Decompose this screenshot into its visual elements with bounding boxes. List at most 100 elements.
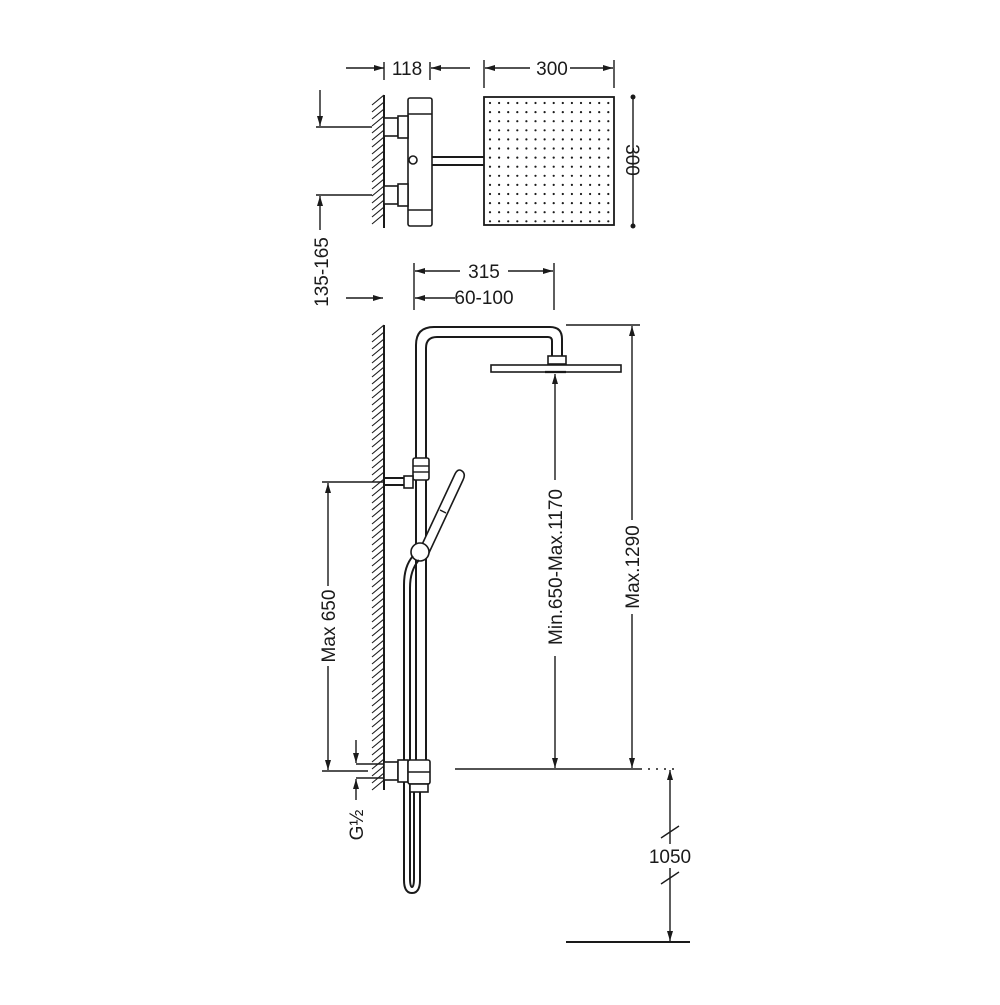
nozzle-dot [543, 192, 546, 196]
hatch-stroke [371, 192, 385, 204]
label-118: 118 [392, 59, 422, 80]
nozzle-dot [570, 129, 574, 132]
hatch-stroke [371, 751, 385, 763]
hatch-stroke [371, 723, 385, 735]
nozzle-dot [543, 174, 546, 177]
hatch-stroke [371, 478, 385, 490]
thermostatic-mixer-top [383, 97, 484, 227]
nozzle-dot [525, 174, 528, 177]
nozzle-dot [607, 211, 610, 214]
riser-column [415, 326, 567, 780]
hatch-stroke [371, 450, 385, 462]
nozzle-dot [598, 129, 601, 132]
hatch-stroke [371, 639, 385, 651]
nozzle-dot [579, 120, 583, 123]
nozzle-dot [552, 156, 555, 159]
hatch-stroke [371, 185, 385, 197]
nozzle-dot [543, 120, 546, 123]
nozzle-dot [579, 220, 583, 223]
nozzle-dot [516, 101, 519, 105]
nozzle-dot [534, 111, 537, 114]
label-total-height: Max.1290 [623, 525, 644, 608]
nozzle-dot [507, 129, 510, 132]
nozzle-dot [589, 220, 592, 223]
nozzle-dot [607, 156, 610, 159]
nozzle-dot [534, 211, 537, 214]
nozzle-dot [570, 156, 574, 159]
nozzle-dot [543, 147, 546, 150]
nozzle-dot [598, 111, 601, 114]
nozzle-dot [579, 111, 583, 114]
nozzle-dot [607, 120, 610, 123]
hatch-stroke [371, 765, 385, 777]
nozzle-dot [516, 192, 519, 196]
nozzle-dot [589, 192, 592, 196]
nozzle-dot [579, 147, 583, 150]
hatch-stroke [371, 331, 385, 343]
nozzle-dot [570, 111, 574, 114]
nozzle-dot [579, 174, 583, 177]
hatch-stroke [371, 646, 385, 658]
nozzle-dot [570, 174, 574, 177]
nozzle-dot [525, 211, 528, 214]
hatch-stroke [371, 164, 385, 176]
nozzle-dot [516, 183, 519, 186]
nozzle-dot [543, 165, 546, 168]
nozzle-dot [525, 192, 528, 196]
nozzle-dot [598, 156, 601, 159]
nozzle-dot [561, 101, 564, 105]
nozzle-dot [552, 220, 555, 223]
nozzle-dot [561, 129, 564, 132]
nozzle-dot [488, 183, 492, 186]
hatch-stroke [371, 485, 385, 497]
nozzle-dot [579, 183, 583, 186]
hatch-stroke [371, 702, 385, 714]
hatch-stroke [371, 401, 385, 413]
dimension-max-650: Max 650 [319, 481, 384, 772]
nozzle-dot [570, 165, 574, 168]
nozzle-dot [561, 174, 564, 177]
nozzle-dot [589, 202, 592, 205]
hatch-stroke [371, 569, 385, 581]
nozzle-dot [498, 202, 501, 205]
nozzle-dot [598, 138, 601, 141]
hatch-stroke [371, 178, 385, 190]
nozzle-dot [525, 156, 528, 159]
hatch-stroke [371, 674, 385, 686]
nozzle-dot [534, 192, 537, 196]
nozzle-dot [579, 156, 583, 159]
nozzle-dot [570, 202, 574, 205]
wall-bracket [384, 457, 430, 489]
nozzle-dot [561, 192, 564, 196]
nozzle-dot [498, 147, 501, 150]
lower-mixer-connection [383, 759, 431, 793]
nozzle-dot [488, 165, 492, 168]
nozzle-dot [607, 202, 610, 205]
label-300-width: 300 [536, 59, 568, 80]
hatch-stroke [371, 345, 385, 357]
nozzle-dot [534, 147, 537, 150]
nozzle-dot [525, 202, 528, 205]
nozzle-dot [552, 111, 555, 114]
hatch-stroke [371, 492, 385, 504]
hatch-stroke [371, 667, 385, 679]
label-1050: 1050 [649, 847, 691, 868]
nozzle-dot [570, 138, 574, 141]
hatch-stroke [371, 604, 385, 616]
wall-hatch-top [371, 94, 385, 228]
hatch-stroke [371, 506, 385, 518]
shower-hose [403, 555, 421, 895]
nozzle-dot [498, 192, 501, 196]
hatch-stroke [371, 122, 385, 134]
hatch-stroke [371, 338, 385, 350]
nozzle-dot [516, 147, 519, 150]
label-60-100: 60-100 [454, 288, 513, 309]
nozzle-dot [498, 220, 501, 223]
nozzle-dot [525, 183, 528, 186]
nozzle-dot [598, 220, 601, 223]
nozzle-dot [561, 138, 564, 141]
hatch-stroke [371, 625, 385, 637]
nozzle-dot [543, 101, 546, 105]
